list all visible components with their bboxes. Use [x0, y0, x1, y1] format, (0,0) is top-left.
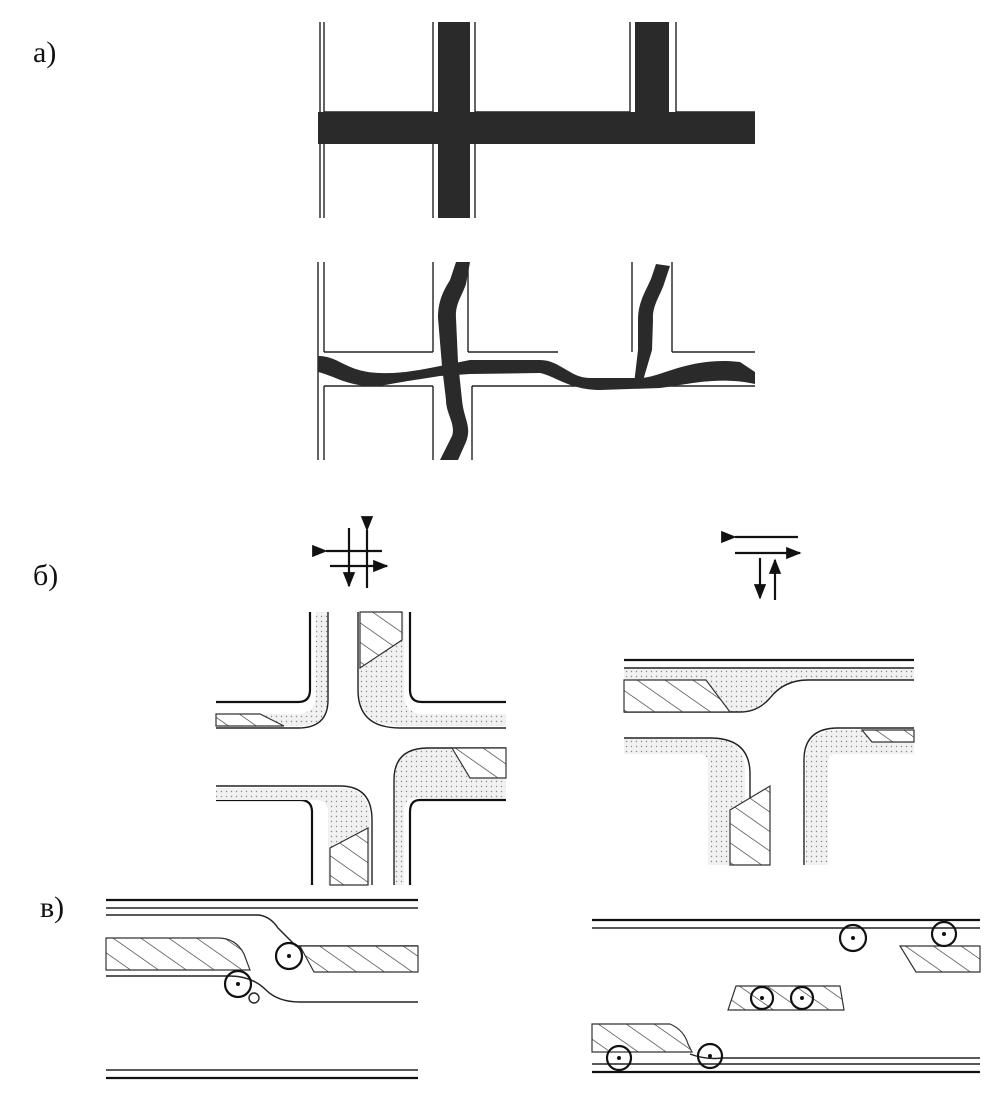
panel-label-c: в) [40, 891, 65, 924]
panel-a-straight-network [318, 22, 755, 218]
panel-label-a: а) [33, 36, 57, 69]
panel-b-movement-arrows-right [721, 530, 802, 600]
panel-a-offset-network [317, 262, 755, 460]
road-winding-horizontal [318, 356, 755, 390]
road-vertical-1 [438, 22, 470, 218]
road-vertical-2 [635, 22, 669, 114]
panel-c-right-lane-shift [591, 918, 981, 1074]
panel-b-movement-arrows-left [312, 516, 389, 588]
panel-label-b: б) [33, 559, 59, 592]
panel-b-t-intersection [623, 658, 915, 866]
road-winding-vertical-2 [634, 264, 670, 384]
panel-b-cross-intersection [215, 611, 507, 886]
road-horizontal [318, 112, 755, 144]
panel-c-left-lane-shift [105, 898, 419, 1080]
road-winding-vertical-1 [438, 262, 470, 460]
